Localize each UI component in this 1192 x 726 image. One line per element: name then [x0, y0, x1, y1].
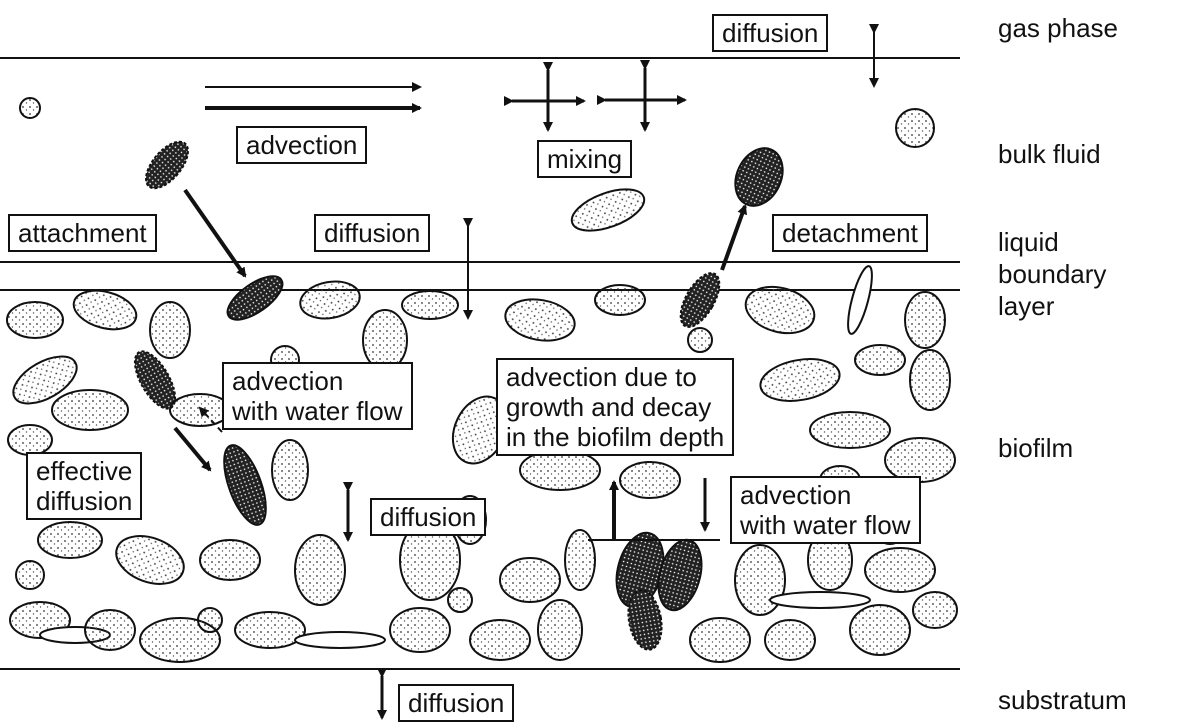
layer-label-line: boundary — [998, 258, 1106, 290]
diffusion-gas-label: diffusion — [712, 14, 828, 52]
label-line: effective — [36, 456, 132, 486]
label-line: advection due to — [506, 362, 724, 392]
layer-label-line: liquid — [998, 226, 1106, 258]
label-line: in the biofilm depth — [506, 422, 724, 452]
detachment-arrow — [722, 206, 745, 270]
free-cell — [896, 109, 934, 147]
layer-label-line: layer — [998, 290, 1106, 322]
label-line: with water flow — [740, 510, 911, 540]
advection-label: advection — [236, 126, 367, 164]
detachment-label: detachment — [772, 214, 928, 252]
mixing-label: mixing — [537, 140, 632, 178]
layer-gas-phase: gas phase — [998, 12, 1118, 44]
label-line: advection — [740, 480, 911, 510]
diffusion-substratum-label: diffusion — [398, 684, 514, 722]
detaching-cell — [726, 141, 791, 214]
growth-decay-label: advection due to growth and decay in the… — [496, 358, 734, 456]
layer-biofilm: biofilm — [998, 432, 1073, 464]
free-cell — [20, 98, 40, 118]
label-line: growth and decay — [506, 392, 724, 422]
diffusion-boundary-label: diffusion — [314, 214, 430, 252]
advection-flow-label: advection with water flow — [730, 476, 921, 544]
layer-liquid-boundary: liquid boundary layer — [998, 226, 1106, 322]
free-cell — [566, 181, 649, 239]
mixing-arrows — [512, 68, 685, 130]
label-line: with water flow — [232, 396, 403, 426]
label-line: advection — [232, 366, 403, 396]
advection-biofilm-arrow — [175, 428, 210, 470]
layer-substratum: substratum — [998, 684, 1127, 716]
attachment-label: attachment — [8, 214, 157, 252]
attachment-arrow — [185, 190, 245, 276]
advection-water-flow-label: advection with water flow — [222, 362, 413, 430]
effective-diffusion-label: effective diffusion — [26, 452, 142, 520]
diffusion-biofilm-label: diffusion — [370, 498, 486, 536]
biofilm-cells — [6, 264, 957, 662]
layer-bulk-fluid: bulk fluid — [998, 138, 1101, 170]
spiky-cell — [138, 135, 195, 196]
label-line: diffusion — [36, 486, 132, 516]
